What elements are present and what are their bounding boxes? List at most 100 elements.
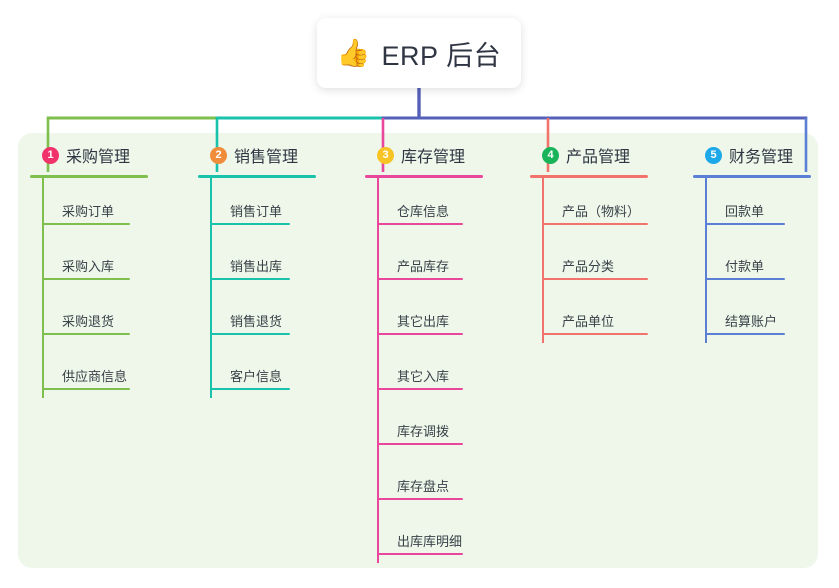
branch-item-label: 库存盘点 (397, 479, 450, 494)
branch-item-underline (377, 333, 463, 335)
branch-underline-purchase (30, 175, 148, 178)
branch-title-finance: 财务管理 (729, 149, 794, 166)
branch-item[interactable]: 付款单 (693, 233, 833, 288)
branch-item-label: 采购退货 (62, 314, 115, 329)
branch-item[interactable]: 采购订单 (30, 178, 180, 233)
branch-item[interactable]: 其它出库 (365, 288, 515, 343)
branch-badge-purchase: 1 (42, 146, 59, 164)
branch-item-label: 其它出库 (397, 314, 450, 329)
branch-item-underline (210, 388, 290, 390)
branch-item[interactable]: 采购入库 (30, 233, 180, 288)
branch-item[interactable]: 销售退货 (198, 288, 348, 343)
branch-item-label: 回款单 (725, 204, 765, 219)
branch-item[interactable]: 库存调拨 (365, 398, 515, 453)
branch-item-underline (705, 278, 785, 280)
branch-badge-sales: 2 (210, 146, 227, 164)
branch-item[interactable]: 供应商信息 (30, 343, 180, 398)
branch-item[interactable]: 客户信息 (198, 343, 348, 398)
branch-item-label: 库存调拨 (397, 424, 450, 439)
branch-item[interactable]: 出库库明细 (365, 508, 515, 563)
branch-item-label: 采购入库 (62, 259, 115, 274)
branch-item-underline (210, 278, 290, 280)
branch-underline-finance (693, 175, 811, 178)
branch-column-product: 4 产品管理产品（物料） 产品分类产品单位 (530, 143, 680, 343)
branch-item-underline (42, 278, 130, 280)
branch-spine-product (542, 178, 544, 343)
branch-underline-sales (198, 175, 316, 178)
branch-item-label: 结算账户 (725, 314, 778, 329)
branch-item[interactable]: 回款单 (693, 178, 833, 233)
branch-items-sales: 销售订单销售出库销售退货客户信息 (198, 178, 348, 398)
branch-underline-product (530, 175, 648, 178)
branch-underline-inventory (365, 175, 483, 178)
branch-item[interactable]: 采购退货 (30, 288, 180, 343)
branch-item-label: 销售出库 (230, 259, 283, 274)
branch-item-label: 产品单位 (562, 314, 615, 329)
branch-item-underline (377, 498, 463, 500)
thumbs-up-icon: 👍 (336, 37, 371, 68)
branch-column-purchase: 1 采购管理采购订单采购入库采购退货供应商信息 (30, 143, 180, 398)
branch-item-underline (705, 223, 785, 225)
branch-item-label: 付款单 (725, 259, 765, 274)
branch-items-product: 产品（物料） 产品分类产品单位 (530, 178, 680, 343)
branch-column-sales: 2 销售管理销售订单销售出库销售退货客户信息 (198, 143, 348, 398)
branch-item[interactable]: 产品分类 (530, 233, 680, 288)
branch-header-purchase[interactable]: 1 采购管理 (30, 143, 180, 167)
branch-item-underline (210, 223, 290, 225)
branch-item[interactable]: 产品单位 (530, 288, 680, 343)
branch-item-underline (377, 443, 463, 445)
branch-header-sales[interactable]: 2 销售管理 (198, 143, 348, 167)
branch-item-underline (542, 223, 648, 225)
branch-item-underline (42, 333, 130, 335)
branch-item-label: 销售订单 (230, 204, 283, 219)
branch-spine-sales (210, 178, 212, 398)
branch-item-label: 采购订单 (62, 204, 115, 219)
branch-title-product: 产品管理 (566, 149, 631, 166)
branch-item-label: 客户信息 (230, 369, 283, 384)
branch-item-label: 销售退货 (230, 314, 283, 329)
branch-item[interactable]: 产品（物料） (530, 178, 680, 233)
branch-badge-inventory: 3 (377, 146, 394, 164)
branch-title-purchase: 采购管理 (66, 149, 131, 166)
branch-item-underline (42, 223, 130, 225)
branch-items-purchase: 采购订单采购入库采购退货供应商信息 (30, 178, 180, 398)
branch-item-label: 仓库信息 (397, 204, 450, 219)
branch-header-product[interactable]: 4 产品管理 (530, 143, 680, 167)
branch-item[interactable]: 其它入库 (365, 343, 515, 398)
branch-badge-product: 4 (542, 146, 559, 164)
branch-item-underline (377, 223, 463, 225)
branch-item-label: 供应商信息 (62, 369, 128, 384)
branch-item-underline (42, 388, 130, 390)
branch-title-sales: 销售管理 (234, 149, 299, 166)
branch-item[interactable]: 结算账户 (693, 288, 833, 343)
branches-panel (18, 133, 818, 568)
branch-item-label: 产品库存 (397, 259, 450, 274)
branch-item[interactable]: 仓库信息 (365, 178, 515, 233)
branch-item-underline (542, 278, 648, 280)
branch-item-label: 产品（物料） (562, 204, 641, 219)
branch-item-underline (377, 553, 463, 555)
branch-item-label: 出库库明细 (397, 534, 463, 549)
root-node[interactable]: 👍 ERP 后台 (317, 18, 521, 88)
branch-item[interactable]: 销售出库 (198, 233, 348, 288)
branch-item-label: 其它入库 (397, 369, 450, 384)
branch-item-label: 产品分类 (562, 259, 615, 274)
branch-item[interactable]: 产品库存 (365, 233, 515, 288)
branch-spine-inventory (377, 178, 379, 563)
branch-spine-purchase (42, 178, 44, 398)
branch-item-underline (542, 333, 648, 335)
branch-item-underline (377, 278, 463, 280)
branch-item-underline (210, 333, 290, 335)
branch-item[interactable]: 销售订单 (198, 178, 348, 233)
branch-item[interactable]: 库存盘点 (365, 453, 515, 508)
root-title: ERP 后台 (381, 40, 502, 71)
branch-item-underline (705, 333, 785, 335)
branch-items-finance: 回款单付款单结算账户 (693, 178, 833, 343)
branch-items-inventory: 仓库信息产品库存其它出库其它入库库存调拨库存盘点出库库明细 (365, 178, 515, 563)
